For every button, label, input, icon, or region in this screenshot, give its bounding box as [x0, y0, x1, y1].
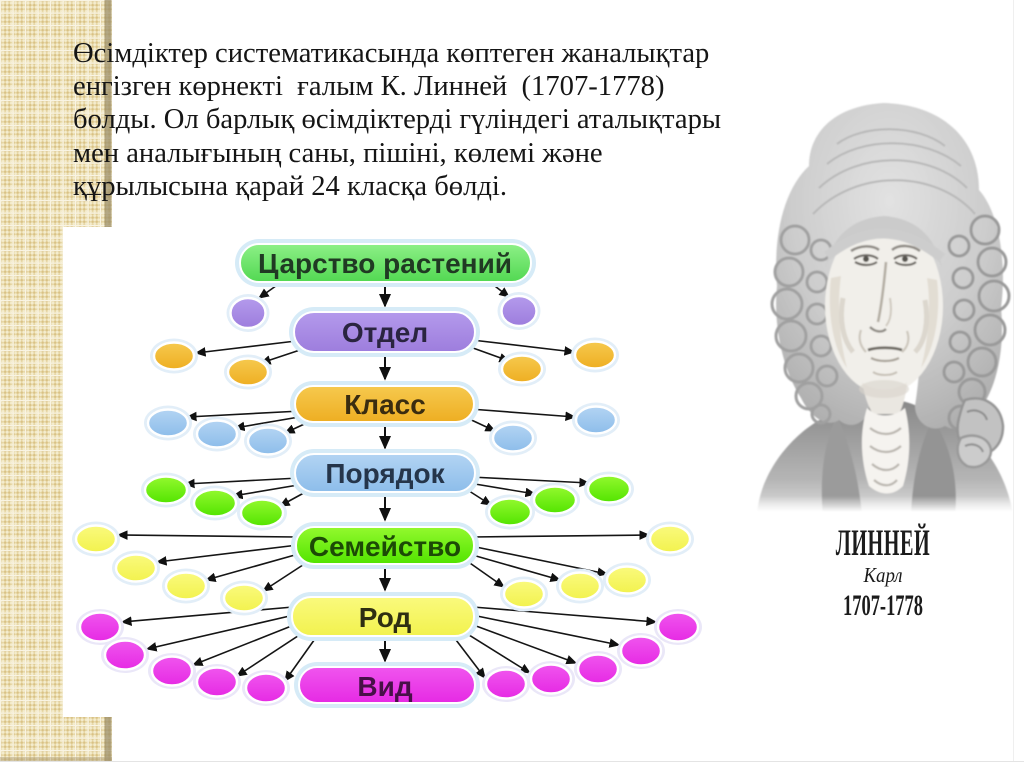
- svg-text:Семейство: Семейство: [309, 531, 461, 562]
- svg-text:Царство растений: Царство растений: [258, 248, 512, 279]
- svg-text:Вид: Вид: [357, 671, 412, 702]
- svg-text:Отдел: Отдел: [342, 317, 428, 348]
- svg-text:Класс: Класс: [344, 389, 426, 420]
- svg-text:Род: Род: [359, 602, 412, 633]
- svg-text:Порядок: Порядок: [325, 458, 445, 489]
